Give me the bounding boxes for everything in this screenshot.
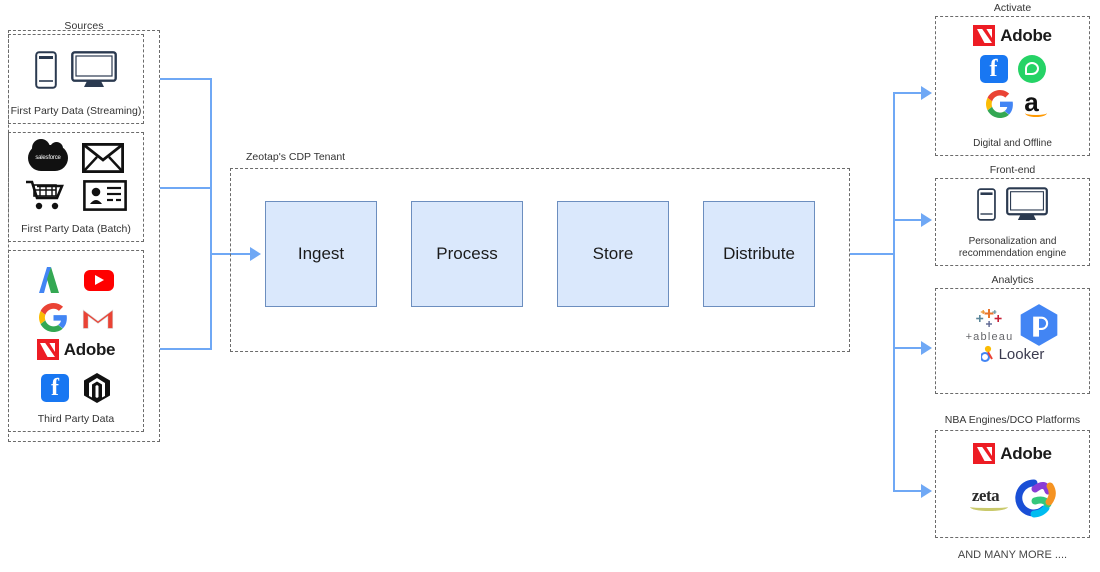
panel-nba[interactable]: Adobe zeta [935, 430, 1090, 538]
stage-ingest[interactable]: Ingest [265, 201, 377, 307]
stage-label-store: Store [592, 244, 634, 263]
desktop-monitor-icon [1006, 187, 1048, 221]
nba-row2: zeta [936, 475, 1089, 521]
tenant-caption: Zeotap's CDP Tenant [242, 151, 350, 163]
panel-caption-analytics: Analytics [991, 274, 1034, 286]
wire-to-analytics [893, 347, 923, 350]
activate-row2 [936, 55, 1089, 83]
wire-left-bus [210, 78, 213, 350]
envelope-icon [82, 143, 124, 173]
mobile-phone-icon [35, 51, 57, 89]
arrow-into-nba [921, 484, 932, 498]
batch-icons-row2 [9, 179, 143, 211]
stage-label-process: Process [436, 244, 498, 263]
arrow-into-ingest [250, 247, 261, 261]
panel-activate[interactable]: Adobe a Digital and Offline [935, 16, 1090, 156]
wire-to-frontend [893, 219, 923, 222]
third-party-row4 [9, 373, 143, 403]
google-data-studio-icon [1021, 304, 1058, 346]
arrow-into-activate [921, 86, 932, 100]
source-label-third-party: Third Party Data [37, 413, 115, 425]
source-group-batch[interactable]: salesforce [8, 132, 144, 242]
panel-caption-activate: Activate [993, 2, 1032, 14]
adobe-icon: Adobe [973, 443, 1052, 464]
mobile-phone-icon [977, 188, 996, 221]
wire-to-nba [893, 490, 923, 493]
looker-icon: Looker [980, 345, 1044, 363]
shopping-cart-icon [26, 180, 64, 210]
stage-distribute[interactable]: Distribute [703, 201, 815, 307]
tenant-group [230, 168, 850, 352]
facebook-icon [979, 55, 1008, 83]
analytics-row1: +ableau [936, 303, 1089, 347]
wire-right-bus [893, 92, 896, 492]
whatsapp-icon [1017, 55, 1046, 83]
zeta-icon: zeta [968, 485, 1009, 512]
magento-icon [84, 373, 110, 403]
arrow-into-frontend [921, 213, 932, 227]
salesforce-cloud-icon: salesforce [28, 139, 68, 171]
wire-batch-out [160, 187, 212, 190]
panel-caption-frontend: Front-end [989, 164, 1036, 176]
facebook-icon [41, 374, 69, 402]
activate-row3: a [936, 87, 1089, 118]
nba-row1: Adobe [936, 443, 1089, 464]
outputs-footer: AND MANY MORE .... [957, 549, 1068, 561]
wire-to-activate [893, 92, 923, 95]
desktop-monitor-icon [71, 51, 117, 87]
analytics-row2: Looker [936, 345, 1089, 363]
stage-store[interactable]: Store [557, 201, 669, 307]
google-analytics-icon [39, 267, 59, 293]
panel-analytics[interactable]: +ableau Looker [935, 288, 1090, 394]
wire-thirdparty-out [160, 348, 212, 351]
google-icon [986, 90, 1014, 118]
stage-label-ingest: Ingest [297, 244, 345, 263]
amazon-icon: a [1024, 87, 1049, 117]
sources-caption: Sources [64, 20, 104, 32]
source-label-streaming: First Party Data (Streaming) [10, 105, 142, 117]
third-party-row2 [9, 303, 143, 332]
crm-contact-card-icon [83, 179, 127, 211]
adobe-icon: Adobe [973, 25, 1052, 46]
adobe-icon: Adobe [36, 339, 115, 360]
swirl-platform-icon [1015, 479, 1056, 518]
tableau-icon: +ableau [966, 308, 1014, 343]
wire-streaming-out [160, 78, 212, 81]
youtube-icon [84, 269, 114, 291]
wire-bus-to-ingest [210, 253, 252, 256]
stage-process[interactable]: Process [411, 201, 523, 307]
frontend-icons [936, 187, 1089, 222]
panel-caption-nba: NBA Engines/DCO Platforms [944, 414, 1081, 426]
stage-label-distribute: Distribute [723, 244, 795, 263]
streaming-icons [9, 51, 143, 89]
panel-frontend[interactable]: Personalization and recommendation engin… [935, 178, 1090, 266]
panel-sublabel-activate: Digital and Offline [973, 138, 1052, 149]
gmail-icon [81, 305, 114, 330]
panel-sublabel-frontend: Personalization and recommendation engin… [958, 236, 1067, 259]
source-group-streaming[interactable]: First Party Data (Streaming) [8, 34, 144, 124]
source-label-batch: First Party Data (Batch) [21, 223, 131, 235]
google-icon [38, 303, 67, 332]
activate-row1: Adobe [936, 25, 1089, 46]
batch-icons-row1: salesforce [9, 139, 143, 173]
third-party-row1 [9, 265, 143, 295]
wire-distribute-out [850, 253, 895, 256]
third-party-row3: Adobe [9, 339, 143, 360]
arrow-into-analytics [921, 341, 932, 355]
source-group-third-party[interactable]: Adobe Third Party Data [8, 250, 144, 432]
